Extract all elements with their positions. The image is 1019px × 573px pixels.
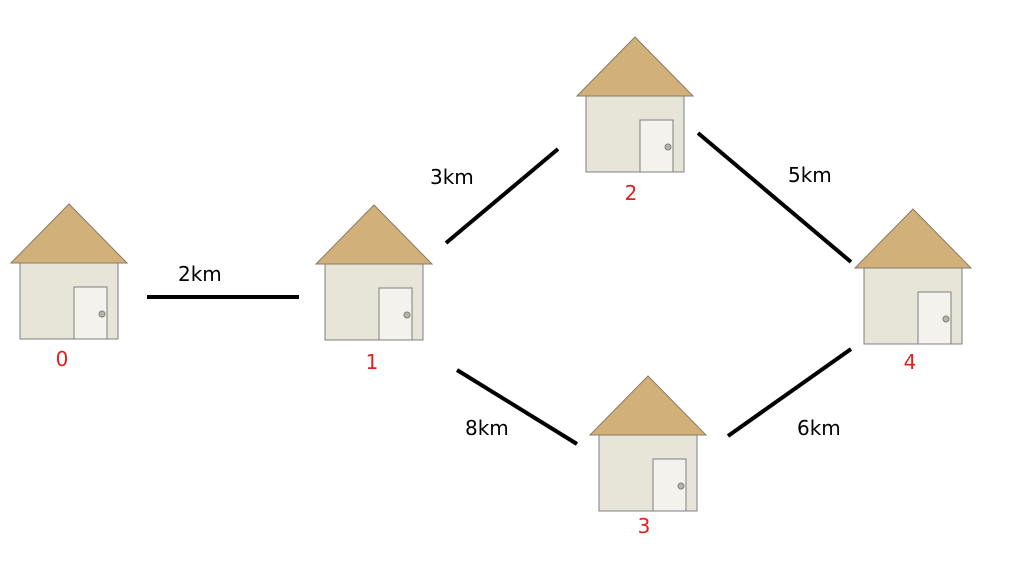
edge-label-0-1: 2km — [178, 262, 222, 286]
house-roof — [588, 375, 708, 436]
edge-1-2 — [444, 147, 560, 245]
door-knob — [677, 482, 685, 490]
house-label-2: 2 — [625, 181, 638, 205]
edge-label-3-4: 6km — [797, 416, 841, 440]
house-0 — [9, 203, 129, 340]
house-roof — [575, 36, 695, 97]
edge-label-2-4: 5km — [788, 163, 832, 187]
house-3 — [588, 375, 708, 512]
edge-1-3 — [455, 368, 579, 446]
door-knob — [98, 310, 106, 318]
house-label-3: 3 — [638, 514, 651, 538]
edge-2-4 — [696, 131, 853, 264]
house-2 — [575, 36, 695, 173]
edge-label-1-2: 3km — [430, 165, 474, 189]
house-label-0: 0 — [56, 347, 69, 371]
house-4 — [853, 208, 973, 345]
house-1 — [314, 204, 434, 341]
edge-3-4 — [726, 347, 853, 438]
house-roof — [9, 203, 129, 264]
door-knob — [664, 143, 672, 151]
door-knob — [403, 311, 411, 319]
house-roof — [853, 208, 973, 269]
edge-label-1-3: 8km — [465, 416, 509, 440]
house-label-4: 4 — [904, 350, 917, 374]
house-roof — [314, 204, 434, 265]
door-knob — [942, 315, 950, 323]
house-label-1: 1 — [366, 350, 379, 374]
